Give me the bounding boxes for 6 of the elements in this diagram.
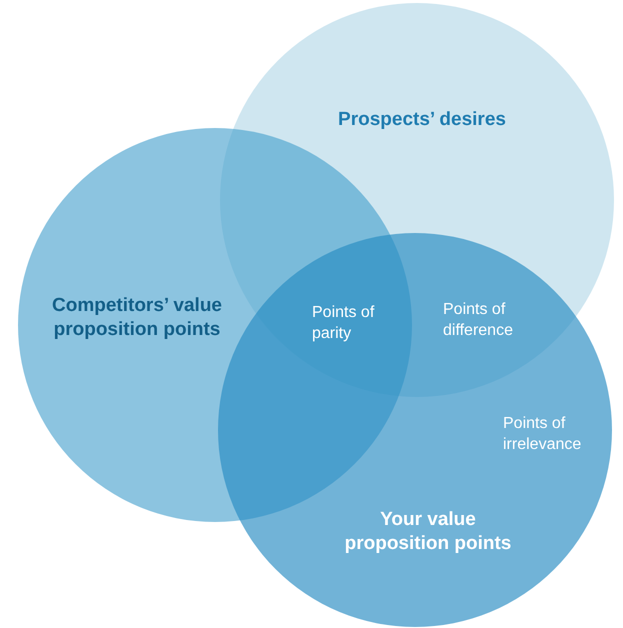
- region-label: Points of difference: [443, 300, 514, 341]
- circle-title: Prospects’ desires: [337, 108, 507, 132]
- region-label: Points of irrelevance: [503, 414, 582, 455]
- circle-title: Your value proposition points: [344, 508, 512, 556]
- circle-title: Competitors’ value proposition points: [51, 294, 223, 342]
- region-label: Points of parity: [312, 303, 376, 344]
